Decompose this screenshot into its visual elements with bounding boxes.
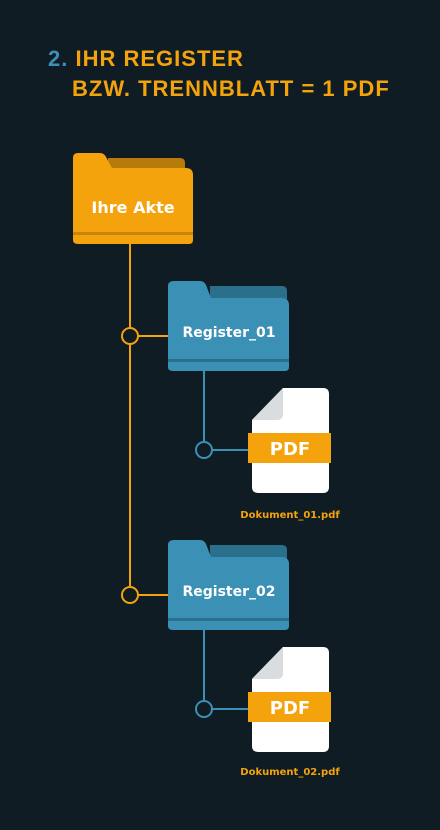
title-line-2: BZW. TRENNBLATT = 1 PDF xyxy=(72,76,390,101)
pdf-badge-02: PDF xyxy=(270,698,310,719)
pdf-file-icon-02[interactable]: PDF xyxy=(248,647,331,752)
root-connector xyxy=(121,244,170,604)
register-02-label: Register_02 xyxy=(182,584,275,600)
file-name-01: Dokument_01.pdf xyxy=(240,510,340,521)
register-01-label: Register_01 xyxy=(182,325,275,341)
title-line-1: IHR REGISTER xyxy=(75,46,244,71)
pdf-badge-01: PDF xyxy=(270,439,310,460)
page-title: 2. IHR REGISTER BZW. TRENNBLATT = 1 PDF xyxy=(48,44,390,104)
folder-icon-register-02[interactable]: Register_02 xyxy=(168,540,289,630)
pdf-file-icon-01[interactable]: PDF xyxy=(248,388,331,493)
folder-icon-root[interactable]: Ihre Akte xyxy=(73,153,193,244)
title-number: 2. xyxy=(48,46,69,71)
file-name-02: Dokument_02.pdf xyxy=(240,767,340,778)
register-02-connector xyxy=(195,630,251,718)
folder-icon-register-01[interactable]: Register_01 xyxy=(168,281,289,371)
root-folder-label: Ihre Akte xyxy=(91,198,174,217)
register-01-connector xyxy=(195,371,251,459)
